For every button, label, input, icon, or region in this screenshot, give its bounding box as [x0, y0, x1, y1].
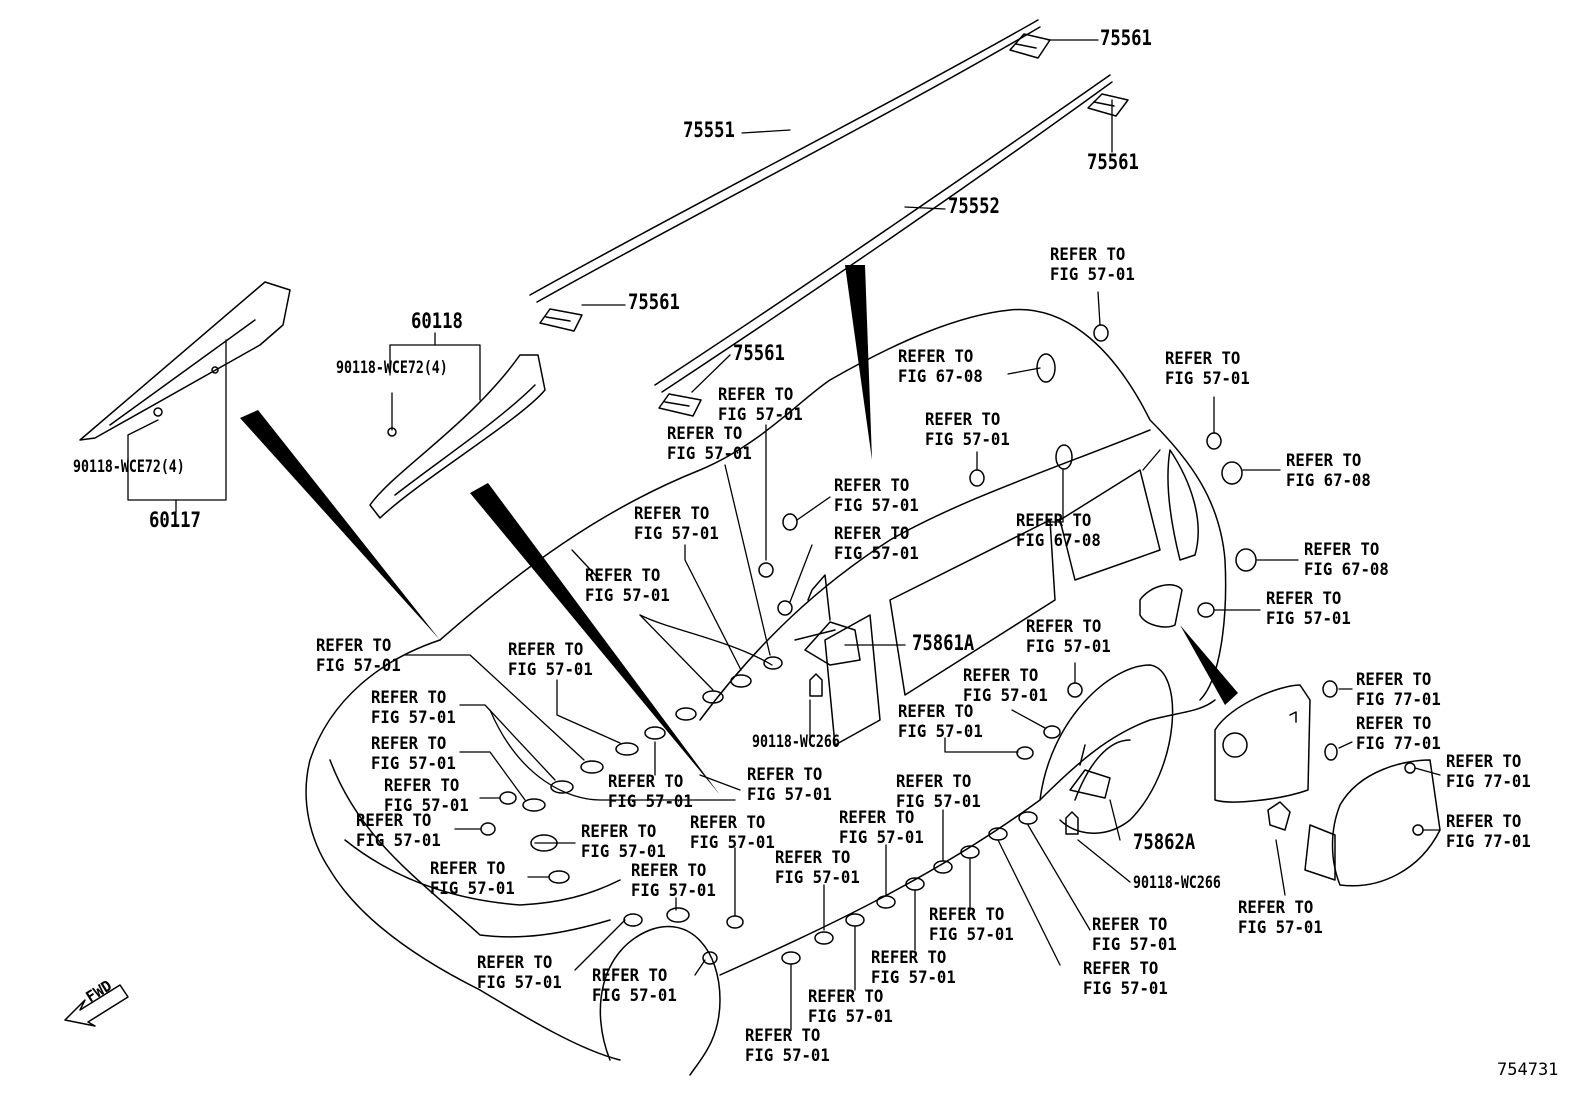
pillar-trim-60117	[79, 281, 291, 441]
rear-wheel-arch	[1039, 664, 1174, 834]
rail-end-cap-icon	[1087, 93, 1129, 117]
fwd-arrow-icon	[64, 984, 129, 1027]
fuel-filler-housing	[1214, 684, 1311, 803]
mudflap-bracket-75861a	[794, 574, 861, 666]
part-number-label[interactable]: 75552	[948, 194, 1000, 218]
clip-icon	[480, 324, 1222, 965]
leader-lines	[127, 39, 1441, 1031]
fastener-label[interactable]: 90118-WCE72(4)	[73, 457, 185, 477]
vehicle-body-outline	[305, 308, 1227, 1061]
fuel-lid-hinge	[1267, 801, 1336, 881]
fastener-label[interactable]: 90118-WC266	[752, 732, 840, 752]
front-wheel-arch	[599, 925, 721, 1076]
mudflap-bracket-75862a	[1069, 744, 1111, 799]
rail-end-cap-icon	[658, 393, 702, 417]
rail-end-cap-icon	[1009, 33, 1051, 59]
part-number-label[interactable]: 75551	[683, 118, 735, 142]
part-number-label[interactable]: 60117	[149, 508, 201, 532]
part-number-label[interactable]: 75561	[733, 341, 785, 365]
part-number-label[interactable]: 75561	[628, 290, 680, 314]
screw-icon	[809, 673, 1079, 835]
pillar-garnish-60118	[369, 354, 546, 519]
rail-end-cap-icon	[539, 308, 583, 332]
roof-rail-right	[654, 74, 1113, 393]
fastener-label[interactable]: 90118-WC266	[1133, 873, 1221, 893]
fuel-filler-lid	[1331, 759, 1441, 887]
part-number-label[interactable]: 75561	[1087, 150, 1139, 174]
part-number-label[interactable]: 75862A	[1133, 830, 1196, 854]
part-number-label[interactable]: 60118	[411, 309, 463, 333]
illustration-number: 754731	[1497, 1060, 1559, 1080]
hole-plug-icon	[1036, 353, 1338, 761]
part-number-label[interactable]: 75561	[1100, 26, 1152, 50]
roof-rail-left	[529, 19, 1041, 303]
part-number-label[interactable]: 75861A	[912, 631, 975, 655]
fastener-label[interactable]: 90118-WCE72(4)	[336, 358, 448, 378]
section-wedge	[240, 265, 1238, 795]
